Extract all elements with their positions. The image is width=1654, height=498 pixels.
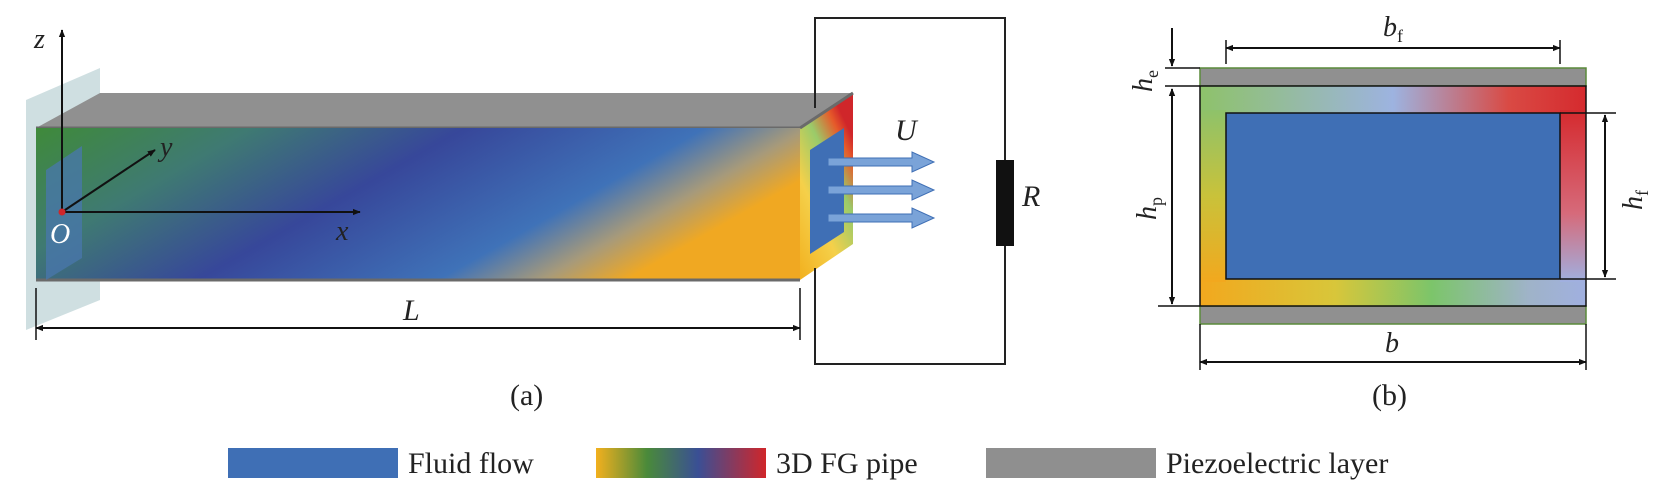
b-label: b [1385,328,1399,359]
cross-top-piezo [1199,67,1587,87]
resistor [996,160,1014,246]
he-label: he [1128,70,1162,92]
legend-label-pipe: 3D FG pipe [776,447,918,480]
hp-label: hp [1132,197,1166,220]
caption-b: (b) [1372,379,1407,412]
legend-swatch-pipe [596,448,766,478]
cross-pipe-wall-left [1200,110,1226,282]
cross-pipe-wall-bottom [1200,279,1586,306]
velocity-label: U [895,114,919,147]
axis-y-line [61,149,156,213]
cross-pipe-wall-top [1200,86,1586,113]
bf-label: bf [1383,12,1403,46]
legend-label-fluid: Fluid flow [408,447,534,480]
top-piezo-layer [36,93,853,128]
flow-arrows [827,151,936,229]
fg-pipe-front-face [36,128,800,280]
caption-a: (a) [510,379,543,412]
resistor-label: R [1021,180,1040,213]
axis-z-label: z [33,24,45,55]
axis-y-label: y [157,132,173,163]
origin-point [58,208,66,216]
origin-label: O [50,219,70,250]
length-label: L [402,294,420,327]
cross-bottom-piezo [1199,305,1587,325]
legend-swatch-fluid [228,448,398,478]
cross-fluid-core [1225,112,1561,280]
axis-x-label: x [335,216,349,247]
circuit-wire [814,17,1006,160]
legend-swatch-piezo [986,448,1156,478]
panel-a: z y x O L U R (a) [26,17,1040,412]
legend: Fluid flow 3D FG pipe Piezoelectric laye… [228,447,1388,480]
legend-label-piezo: Piezoelectric layer [1166,447,1388,480]
cross-pipe-wall-right [1560,110,1586,282]
panel-b: bf he hp hf b (b) [1128,12,1652,412]
hf-label: hf [1618,190,1652,210]
